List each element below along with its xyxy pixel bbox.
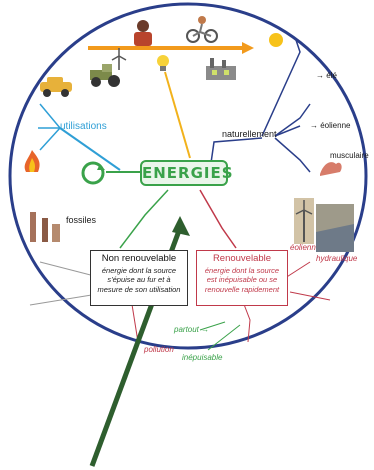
sun-icon [269,33,283,47]
factory-icon [206,58,236,80]
renouvelable-title: Renouvelable [212,253,272,264]
recycle-icon [81,161,105,185]
pointer-arrow-head [172,216,190,236]
bicep-icon [320,162,342,176]
non-renouvelable-title: Non renouvelable [101,253,177,264]
hydraulique-label: hydraulique [316,254,358,263]
non-renouvelable-definition: énergie dont la source s'épuise au fur e… [97,266,181,294]
renouvelable-definition: énergie dont la source est inépuisable o… [204,266,280,294]
windmill-icon [111,48,127,70]
naturellement-label: naturellement [222,129,277,139]
eolienne-arrow-label: → éolienne [310,121,351,130]
tractor-icon [90,64,120,87]
fossiles-label: fossiles [66,215,97,225]
center-title: ENERGIES [142,164,234,182]
orange-arrow-head [242,42,254,54]
renouvelable-link [199,189,237,249]
eolienne-label: éolienne [290,243,321,252]
solaire-arrow-label: → élé [316,71,337,80]
musculaire-label: musculaire [330,151,369,160]
lightbulb-icon [157,55,169,71]
oil-rig-icon [30,212,60,242]
inepuisable-label: inépuisable [182,353,223,362]
eolienne-photo-icon [294,198,314,244]
car-icon [40,77,72,97]
cyclist-icon [186,16,218,43]
person-icon [134,20,152,46]
fire-icon [24,150,40,172]
non-renouvelable-box: Non renouvelable énergie dont la source … [90,250,188,306]
partout-label: partout → [174,325,210,334]
renouvelable-box: Renouvelable énergie dont la source est … [196,250,288,306]
utilisations-link [59,127,121,171]
sun-link [164,71,191,159]
pollution-label: pollution [144,345,174,354]
center-node: ENERGIES [140,160,234,186]
utilisations-label: utilisations [60,121,107,132]
dam-icon [316,204,354,252]
non-renouvelable-link [119,189,169,249]
